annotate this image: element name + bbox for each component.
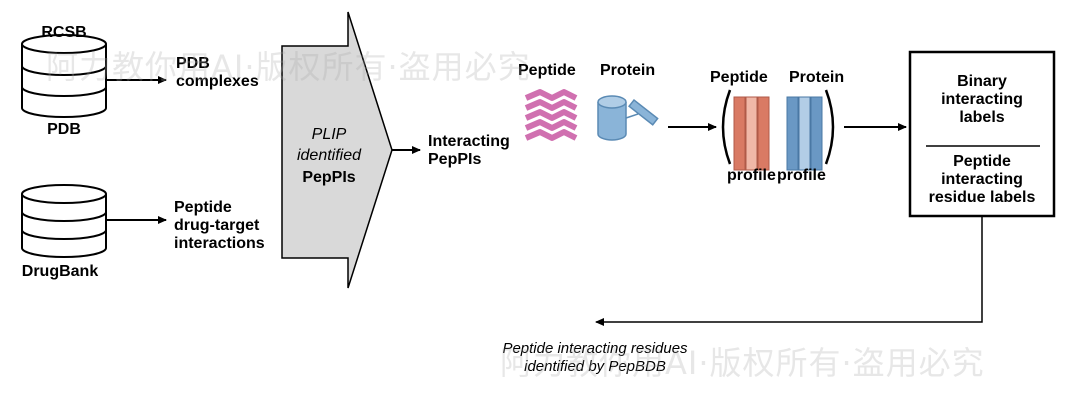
plip-label: PLIP identified PepPIs (284, 124, 374, 190)
protein-structure-icon (597, 95, 659, 141)
interacting-line-2: PepPIs (428, 151, 482, 168)
pdb-complexes-line-1: PDB (176, 55, 210, 72)
pdb-complexes-line-2: complexes (176, 73, 259, 90)
watermark-bottom: 阿力教你用AI·版权所有·盗用必究 (500, 344, 985, 382)
residue-line-2: interacting (941, 171, 1023, 188)
plip-block-arrow (281, 11, 393, 289)
feedback-line-2: identified by PepBDB (524, 358, 666, 375)
plip-line-3: PepPIs (302, 169, 356, 186)
pdb-source-label: PDB (47, 121, 81, 138)
protein-structure-label: Protein (600, 62, 656, 79)
peptide-drug-target-line-2: drug-target (174, 217, 260, 234)
rcsb-label: RCSB (41, 24, 87, 41)
plip-line-2: identified (296, 147, 362, 164)
profile-right-bracket (824, 89, 835, 165)
peptide-profile-title: Peptide (710, 69, 768, 86)
interacting-line-1: Interacting (428, 133, 510, 150)
peptide-drug-target-label: Peptide drug-target interactions (174, 199, 265, 253)
residue-line-3: residue labels (928, 189, 1036, 206)
binary-line-3: labels (959, 109, 1005, 126)
peptide-structure-label: Peptide (518, 62, 576, 79)
binary-line-1: Binary (957, 73, 1007, 90)
peptide-drug-target-line-3: interactions (174, 235, 265, 252)
watermark-top: 阿力教你用AI·版权所有·盗用必究 (46, 48, 531, 86)
binary-line-2: interacting (941, 91, 1023, 108)
residue-line-1: Peptide (953, 153, 1011, 170)
protein-profile-bars (786, 96, 823, 171)
pdb-complexes-label: PDB complexes (176, 55, 259, 91)
protein-profile-subtitle: profile (777, 167, 826, 184)
protein-profile-title: Protein (789, 69, 845, 86)
rcsb-pdb-database-icon (21, 34, 107, 118)
peptide-structure-icon (524, 89, 578, 141)
binary-labels-text: Binary interacting labels (912, 73, 1052, 127)
peptide-drug-target-line-1: Peptide (174, 199, 232, 216)
drugbank-database-icon (21, 184, 107, 258)
feedback-arrow (595, 216, 983, 326)
output-labels-box (908, 50, 1056, 218)
feedback-line-1: Peptide interacting residues (502, 340, 688, 357)
interacting-peppis-label: Interacting PepPIs (428, 133, 510, 169)
profile-left-bracket (721, 89, 732, 165)
peptide-profile-subtitle: profile (727, 167, 776, 184)
drugbank-label: DrugBank (21, 263, 99, 280)
residue-labels-text: Peptide interacting residue labels (912, 153, 1052, 207)
pepbdb-feedback-label: Peptide interacting residues identified … (470, 340, 720, 376)
plip-line-1: PLIP (311, 126, 347, 143)
peptide-profile-bars (733, 96, 770, 171)
